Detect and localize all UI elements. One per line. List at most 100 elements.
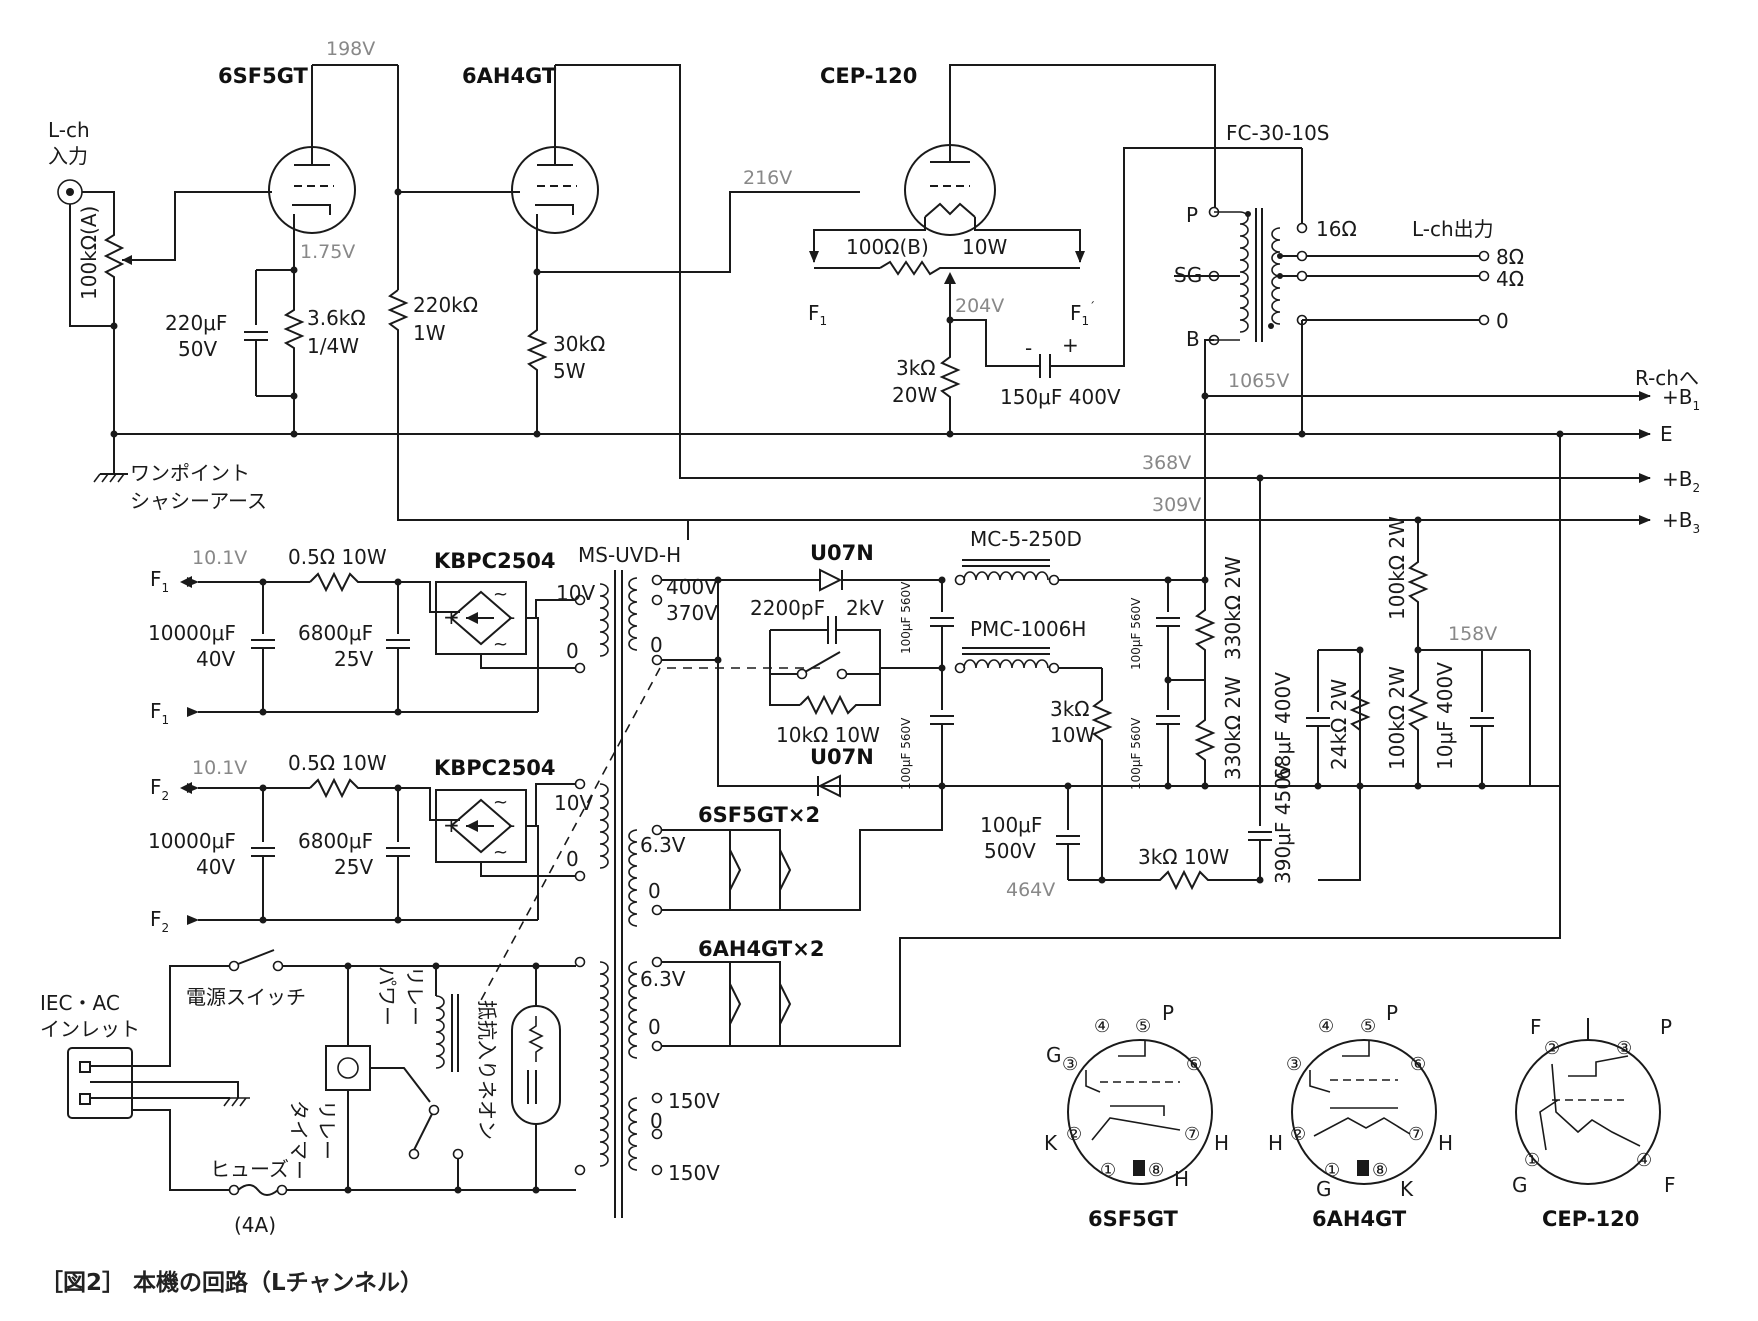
fuse-label: ヒューズ: [210, 1157, 289, 1181]
pin-b-5: ⑤: [1360, 1016, 1376, 1037]
power-relay-label-1: パワー: [375, 966, 399, 1026]
rail-e-label: E: [1660, 422, 1673, 446]
input-label-lch: L-ch: [48, 118, 90, 142]
rail-b3-label: +B3: [1662, 508, 1700, 536]
mains-section: IEC・AC インレット 電源スイッチ ヒューズ (4A) タイマー リレー: [40, 949, 576, 1237]
tube-cep120: CEP-120 F1 F1´ 100Ω(B) 10W 204V 3kΩ 20W …: [808, 64, 1216, 438]
svg-text:-: -: [508, 605, 515, 629]
c10-label: 10μF 400V: [1433, 662, 1457, 770]
tube-6ah4gt: 6AH4GT 216V 30kΩ 5W: [462, 64, 1650, 479]
heater-loads: 6SF5GT×2 6AH4GT×2: [661, 803, 824, 1046]
otx-p: P: [1186, 203, 1198, 227]
voltage-10-1-b: 10.1V: [192, 757, 247, 779]
bias-res-label: 3kΩ: [896, 356, 936, 380]
c2200-label: 2200pF: [750, 596, 825, 620]
pin-c-3: ③: [1616, 1038, 1632, 1059]
svg-text:+: +: [443, 605, 460, 629]
svg-text:+: +: [1062, 333, 1079, 357]
timer-relay-label-2: リレー: [315, 1100, 339, 1160]
heater-title-1: 6SF5GT×2: [698, 803, 820, 827]
pin-b-g: G: [1316, 1177, 1332, 1201]
power-transformer: MS-UVD-H 10V 0 10V 0 400V 370V 0 6.3V 0: [554, 543, 720, 1218]
c390-label: 390μF 450V: [1271, 763, 1295, 884]
pin-a-6: ⑥: [1186, 1054, 1202, 1075]
bridge-2-label: KBPC2504: [434, 756, 556, 780]
pin-a-1: ①: [1100, 1160, 1116, 1181]
voltage-464: 464V: [1006, 879, 1055, 901]
b-rails: 368V +B2 309V +B3 1065V R-chへ +B1: [398, 366, 1700, 536]
c2200-v: 2kV: [846, 596, 884, 620]
heater-f2b: F2: [150, 907, 169, 935]
pinout-6sf5gt: ④ ⑤ ③ ⑥ ② ⑦ ① ⑧ P G K H H 6SF5GT: [1044, 1001, 1229, 1231]
tap-0-a: 0: [566, 639, 579, 663]
tap-10v-a: 10V: [556, 581, 595, 605]
output-transformer: FC-30-10S P SG B 16Ω L-ch出力 8Ω 4Ω 0: [1170, 121, 1524, 438]
hum-pot-label: 100Ω(B): [846, 235, 929, 259]
c68-label: 68μF 400V: [1271, 672, 1295, 780]
heater-supply-1: 10.1V F1 0.5Ω 10W KBPC2504 + - ~ ~ F1 10…: [148, 545, 580, 727]
pin-b-h2: H: [1438, 1131, 1453, 1155]
timer-relay-box: [325, 1045, 371, 1091]
voltage-198: 198V: [326, 38, 375, 60]
pin-b-p: P: [1386, 1001, 1398, 1025]
inlet-label-1: IEC・AC: [40, 991, 120, 1015]
tap-0-hv: 0: [650, 633, 663, 657]
input-label: 入力: [48, 144, 88, 168]
pin-b-1: ①: [1324, 1160, 1340, 1181]
pinout-b-name: 6AH4GT: [1312, 1207, 1407, 1231]
tap-10v-b: 10V: [554, 791, 593, 815]
rail-b2-label: +B2: [1662, 467, 1700, 495]
voltage-309: 309V: [1152, 494, 1201, 516]
pin-c-1: ①: [1524, 1150, 1540, 1171]
pin-a-7: ⑦: [1184, 1124, 1200, 1145]
hum-pot-watt: 10W: [962, 235, 1007, 259]
pin-c-f1: F: [1530, 1015, 1542, 1039]
heater-cbig1: 10000μF: [148, 621, 236, 645]
f1-label-top: F1: [808, 301, 827, 328]
pin-a-4: ④: [1094, 1016, 1110, 1037]
tap-150v-a: 150V: [668, 1089, 720, 1113]
heater-title-2: 6AH4GT×2: [698, 937, 824, 961]
pin-b-2: ②: [1290, 1124, 1306, 1145]
otx-4: 4Ω: [1496, 267, 1524, 291]
pin-a-g: G: [1046, 1043, 1062, 1067]
r30k-watt: 5W: [553, 359, 586, 383]
c500-label: 100μF: [980, 813, 1042, 837]
heater-cmid1: 6800μF: [298, 621, 373, 645]
diode-2-label: U07N: [810, 745, 874, 769]
choke-2-label: PMC-1006H: [970, 617, 1086, 641]
tap-6-3v-1: 6.3V: [640, 833, 686, 857]
pin-b-8: ⑧: [1372, 1160, 1388, 1181]
r330k-a-label: 330kΩ 2W: [1221, 556, 1245, 660]
bridge-1-label: KBPC2504: [434, 549, 556, 573]
pin-b-k: K: [1400, 1177, 1414, 1201]
otx-title: L-ch出力: [1412, 217, 1494, 241]
timer-icon: [337, 1057, 359, 1079]
heater-cmid2: 6800μF: [298, 829, 373, 853]
fuse-rating: (4A): [234, 1213, 276, 1237]
voltage-10-1-a: 10.1V: [192, 547, 247, 569]
pinout-a-name: 6SF5GT: [1088, 1207, 1179, 1231]
otx-b: B: [1186, 327, 1200, 351]
tap-400v: 400V: [666, 575, 718, 599]
heater-cmid2-v: 25V: [334, 855, 373, 879]
voltage-175: 1.75V: [300, 241, 355, 263]
ground-symbol: ワンポイント シャシーアース: [93, 434, 267, 513]
svg-text:~: ~: [493, 792, 508, 813]
rail-b1-label: +B1: [1662, 385, 1700, 413]
pin-b-3: ③: [1286, 1054, 1302, 1075]
pinout-6ah4gt: ④ ⑤ ③ ⑥ ② ⑦ ① ⑧ P H H G K 6AH4GT: [1268, 1001, 1453, 1231]
output-tx-label: FC-30-10S: [1226, 121, 1330, 145]
svg-text:-: -: [508, 813, 515, 837]
r100k-a-label: 100kΩ 2W: [1385, 516, 1409, 620]
r3k-bleed-label: 3kΩ: [1050, 697, 1090, 721]
r100k-b-label: 100kΩ 2W: [1385, 666, 1409, 770]
cathode-res-label: 3.6kΩ: [307, 306, 366, 330]
tube-6sf5gt: 6SF5GT 198V 1.75V 220μF 50V 3.6kΩ 1/4W: [165, 38, 398, 438]
svg-text:-: -: [1025, 336, 1032, 360]
pinout-cep120: ② ③ ① ④ F P G F CEP-120: [1512, 1015, 1676, 1231]
tap-370v: 370V: [666, 601, 718, 625]
pin-a-k: K: [1044, 1131, 1058, 1155]
r10k-label: 10kΩ 10W: [776, 723, 880, 747]
